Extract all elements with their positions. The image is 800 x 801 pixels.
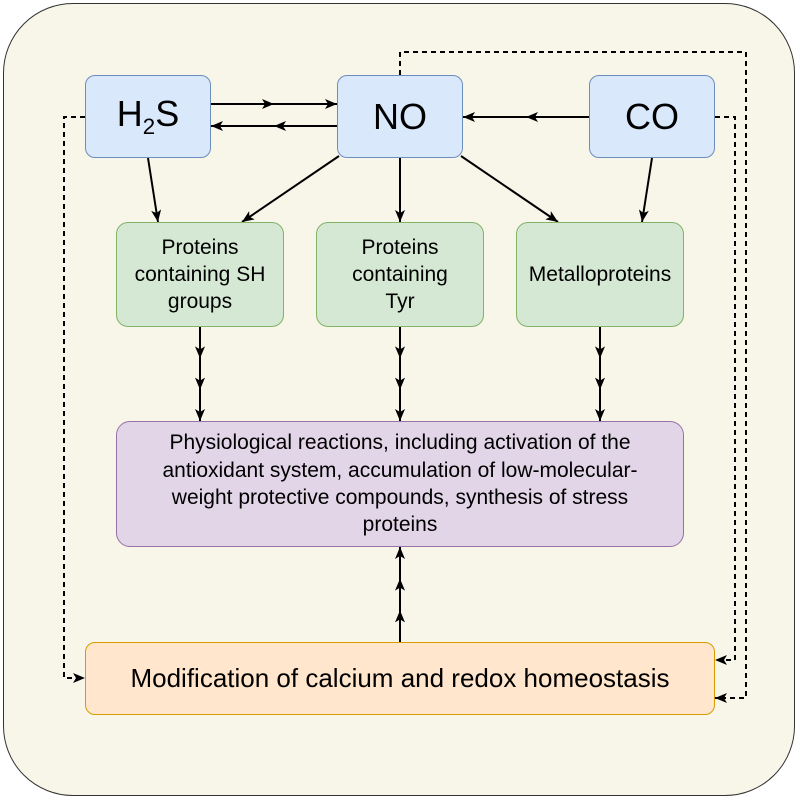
edge-h2s-to-homeostasis-arrowhead [73, 673, 85, 683]
edge-no-to-tyr-proteins-arrowhead [395, 210, 405, 222]
edge-no-to-metalloproteins-arrowhead [545, 211, 558, 222]
edge-metalloproteins-to-physiological-arrowhead-2 [595, 377, 605, 390]
node-physiological-reactions-label: Physiological reactions, including activ… [162, 431, 638, 537]
edge-no-to-sh-proteins [241, 155, 340, 223]
edge-tyr-proteins-to-physiological-arrowhead-2 [395, 377, 405, 390]
node-tyr-proteins: Proteins containing Tyr [316, 222, 484, 327]
edge-sh-proteins-to-physiological-arrowhead-2 [195, 377, 205, 390]
edge-h2s-to-sh-proteins [147, 157, 159, 223]
edge-h2s-to-sh-proteins-arrowhead [151, 209, 162, 222]
node-metalloproteins-label: Metalloproteins [528, 262, 672, 286]
edge-homeostasis-to-physiological-arrowhead-3 [395, 547, 405, 559]
node-homeostasis-label: Modification of calcium and redox homeos… [130, 663, 670, 693]
node-h2s-label: H2S [116, 93, 180, 139]
node-homeostasis: Modification of calcium and redox homeos… [85, 642, 715, 715]
edge-no-to-sh-proteins-arrowhead [242, 211, 255, 222]
edge-co-to-no-arrowhead-2 [463, 112, 475, 122]
edge-co-to-no-arrowhead-1 [526, 112, 538, 122]
edge-no-to-homeostasis-arrowhead [715, 693, 727, 703]
node-h2s: H2S [85, 75, 211, 158]
node-physiological-reactions: Physiological reactions, including activ… [116, 421, 684, 547]
edge-co-to-metalloproteins [641, 157, 653, 223]
edge-co-to-homeostasis [715, 116, 736, 661]
edge-h2s-to-homeostasis [63, 116, 85, 679]
node-co: CO [589, 75, 715, 158]
edge-sh-proteins-to-physiological-arrowhead-3 [195, 409, 205, 421]
node-no: NO [337, 75, 463, 158]
edge-homeostasis-to-physiological-arrowhead-1 [395, 610, 405, 623]
edge-h2s-to-no-arrowhead-1 [262, 99, 274, 109]
edge-no-to-h2s-arrowhead-1 [274, 121, 286, 131]
node-no-label: NO [373, 95, 427, 137]
edge-no-to-homeostasis [399, 51, 747, 699]
edge-tyr-proteins-to-physiological-arrowhead-1 [395, 346, 405, 359]
edge-co-to-homeostasis-arrowhead [715, 655, 727, 665]
node-metalloproteins: Metalloproteins [516, 222, 684, 327]
edge-no-to-metalloproteins [460, 155, 559, 223]
node-sh-proteins: Proteins containing SH groups [116, 222, 284, 327]
edge-metalloproteins-to-physiological-arrowhead-3 [595, 409, 605, 421]
edge-metalloproteins-to-physiological-arrowhead-1 [595, 346, 605, 359]
node-co-label: CO [625, 95, 679, 137]
edge-homeostasis-to-physiological-arrowhead-2 [395, 578, 405, 591]
edge-no-to-h2s-arrowhead-2 [211, 121, 223, 131]
node-tyr-proteins-label: Proteins containing Tyr [352, 235, 448, 314]
edge-tyr-proteins-to-physiological-arrowhead-3 [395, 409, 405, 421]
edge-co-to-metalloproteins-arrowhead [638, 209, 649, 222]
node-sh-proteins-label: Proteins containing SH groups [134, 235, 266, 314]
edge-sh-proteins-to-physiological-arrowhead-1 [195, 346, 205, 359]
edge-h2s-to-no-arrowhead-2 [325, 99, 337, 109]
